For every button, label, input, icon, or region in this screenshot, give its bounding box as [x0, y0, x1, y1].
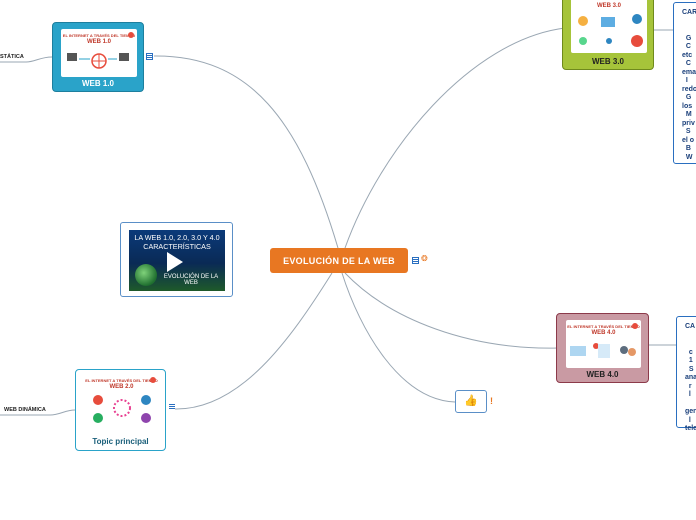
web1-illustration-icon: [67, 53, 129, 69]
leaf-estatica[interactable]: STÁTICA: [0, 54, 24, 60]
video-title-line3: EVOLUCIÓN DE LA WEB: [163, 274, 219, 286]
note-icon[interactable]: [169, 404, 175, 410]
thumbs-up-icon: 👍: [464, 395, 478, 407]
web4-label: WEB 4.0: [586, 370, 619, 379]
web3-label: WEB 3.0: [591, 57, 624, 66]
web1-label: WEB 1.0: [81, 79, 114, 88]
note-icon[interactable]: [412, 257, 419, 264]
web2-image: EL INTERNET A TRAVÉS DEL TIEMPO WEB 2.0: [84, 374, 159, 430]
play-icon[interactable]: [167, 252, 183, 272]
badge-icon: [128, 32, 134, 38]
video-thumbnail[interactable]: LA WEB 1.0, 2.0, 3.0 Y 4.0 CARACTERÍSTIC…: [129, 230, 225, 291]
note-icon[interactable]: [146, 53, 153, 60]
link-thumb: [341, 272, 456, 403]
web4-characteristics-box[interactable]: CA c 1 S ana r l gen l tele: [676, 316, 696, 432]
badge-icon: [150, 377, 156, 383]
link-web3: [344, 27, 566, 249]
thumbs-up-node[interactable]: 👍: [455, 390, 487, 413]
web4-image-header: EL INTERNET A TRAVÉS DEL TIEMPO: [567, 324, 640, 329]
web3-illustration-icon: [578, 14, 643, 47]
web2-image-title: WEB 2.0: [109, 384, 134, 390]
web3-image-title: WEB 3.0: [596, 3, 621, 9]
web2-label: Topic principal: [92, 437, 149, 446]
web1-image: EL INTERNET A TRAVÉS DEL TIEMPO WEB 1.0: [61, 29, 137, 77]
badge-icon: [632, 323, 638, 329]
web3-characteristics-text: CAR G C etc C ema I redo G los M priv S …: [682, 9, 696, 161]
web2-image-header: EL INTERNET A TRAVÉS DEL TIEMPO: [85, 378, 158, 383]
web4-image: EL INTERNET A TRAVÉS DEL TIEMPO WEB 4.0: [566, 320, 641, 368]
topic-web4[interactable]: EL INTERNET A TRAVÉS DEL TIEMPO WEB 4.0 …: [556, 313, 649, 383]
globe-icon: [135, 264, 157, 286]
central-topic-label: EVOLUCIÓN DE LA WEB: [283, 255, 395, 266]
central-topic[interactable]: EVOLUCIÓN DE LA WEB: [270, 248, 408, 273]
web4-image-title: WEB 4.0: [591, 330, 616, 336]
video-title-line2: CARACTERÍSTICAS: [143, 242, 211, 251]
topic-web3[interactable]: WEB 3.0 WEB 3.0: [562, 0, 654, 70]
link-web1: [153, 55, 339, 249]
link-estatica: [0, 56, 53, 63]
globe-emoji-icon[interactable]: ❂: [421, 254, 428, 263]
web2-illustration-icon: [93, 395, 151, 423]
video-node[interactable]: LA WEB 1.0, 2.0, 3.0 Y 4.0 CARACTERÍSTIC…: [120, 222, 233, 297]
web3-characteristics-box[interactable]: CAR G C etc C ema I redo G los M priv S …: [673, 2, 696, 164]
web3-image: WEB 3.0: [571, 0, 647, 53]
topic-web1[interactable]: EL INTERNET A TRAVÉS DEL TIEMPO WEB 1.0 …: [52, 22, 144, 92]
link-dinamica: [0, 409, 76, 416]
link-web2: [174, 272, 333, 410]
exclamation-icon[interactable]: !: [490, 396, 493, 406]
leaf-dinamica[interactable]: WEB DINÁMICA: [4, 407, 46, 413]
topic-web2[interactable]: EL INTERNET A TRAVÉS DEL TIEMPO WEB 2.0 …: [75, 369, 166, 451]
web1-image-header: EL INTERNET A TRAVÉS DEL TIEMPO: [62, 33, 136, 38]
link-web4: [344, 272, 559, 349]
video-title-line1: LA WEB 1.0, 2.0, 3.0 Y 4.0: [134, 233, 220, 242]
web1-image-title: WEB 1.0: [86, 39, 111, 45]
web4-illustration-icon: [570, 343, 636, 358]
web4-characteristics-text: CA c 1 S ana r l gen l tele: [685, 323, 696, 432]
